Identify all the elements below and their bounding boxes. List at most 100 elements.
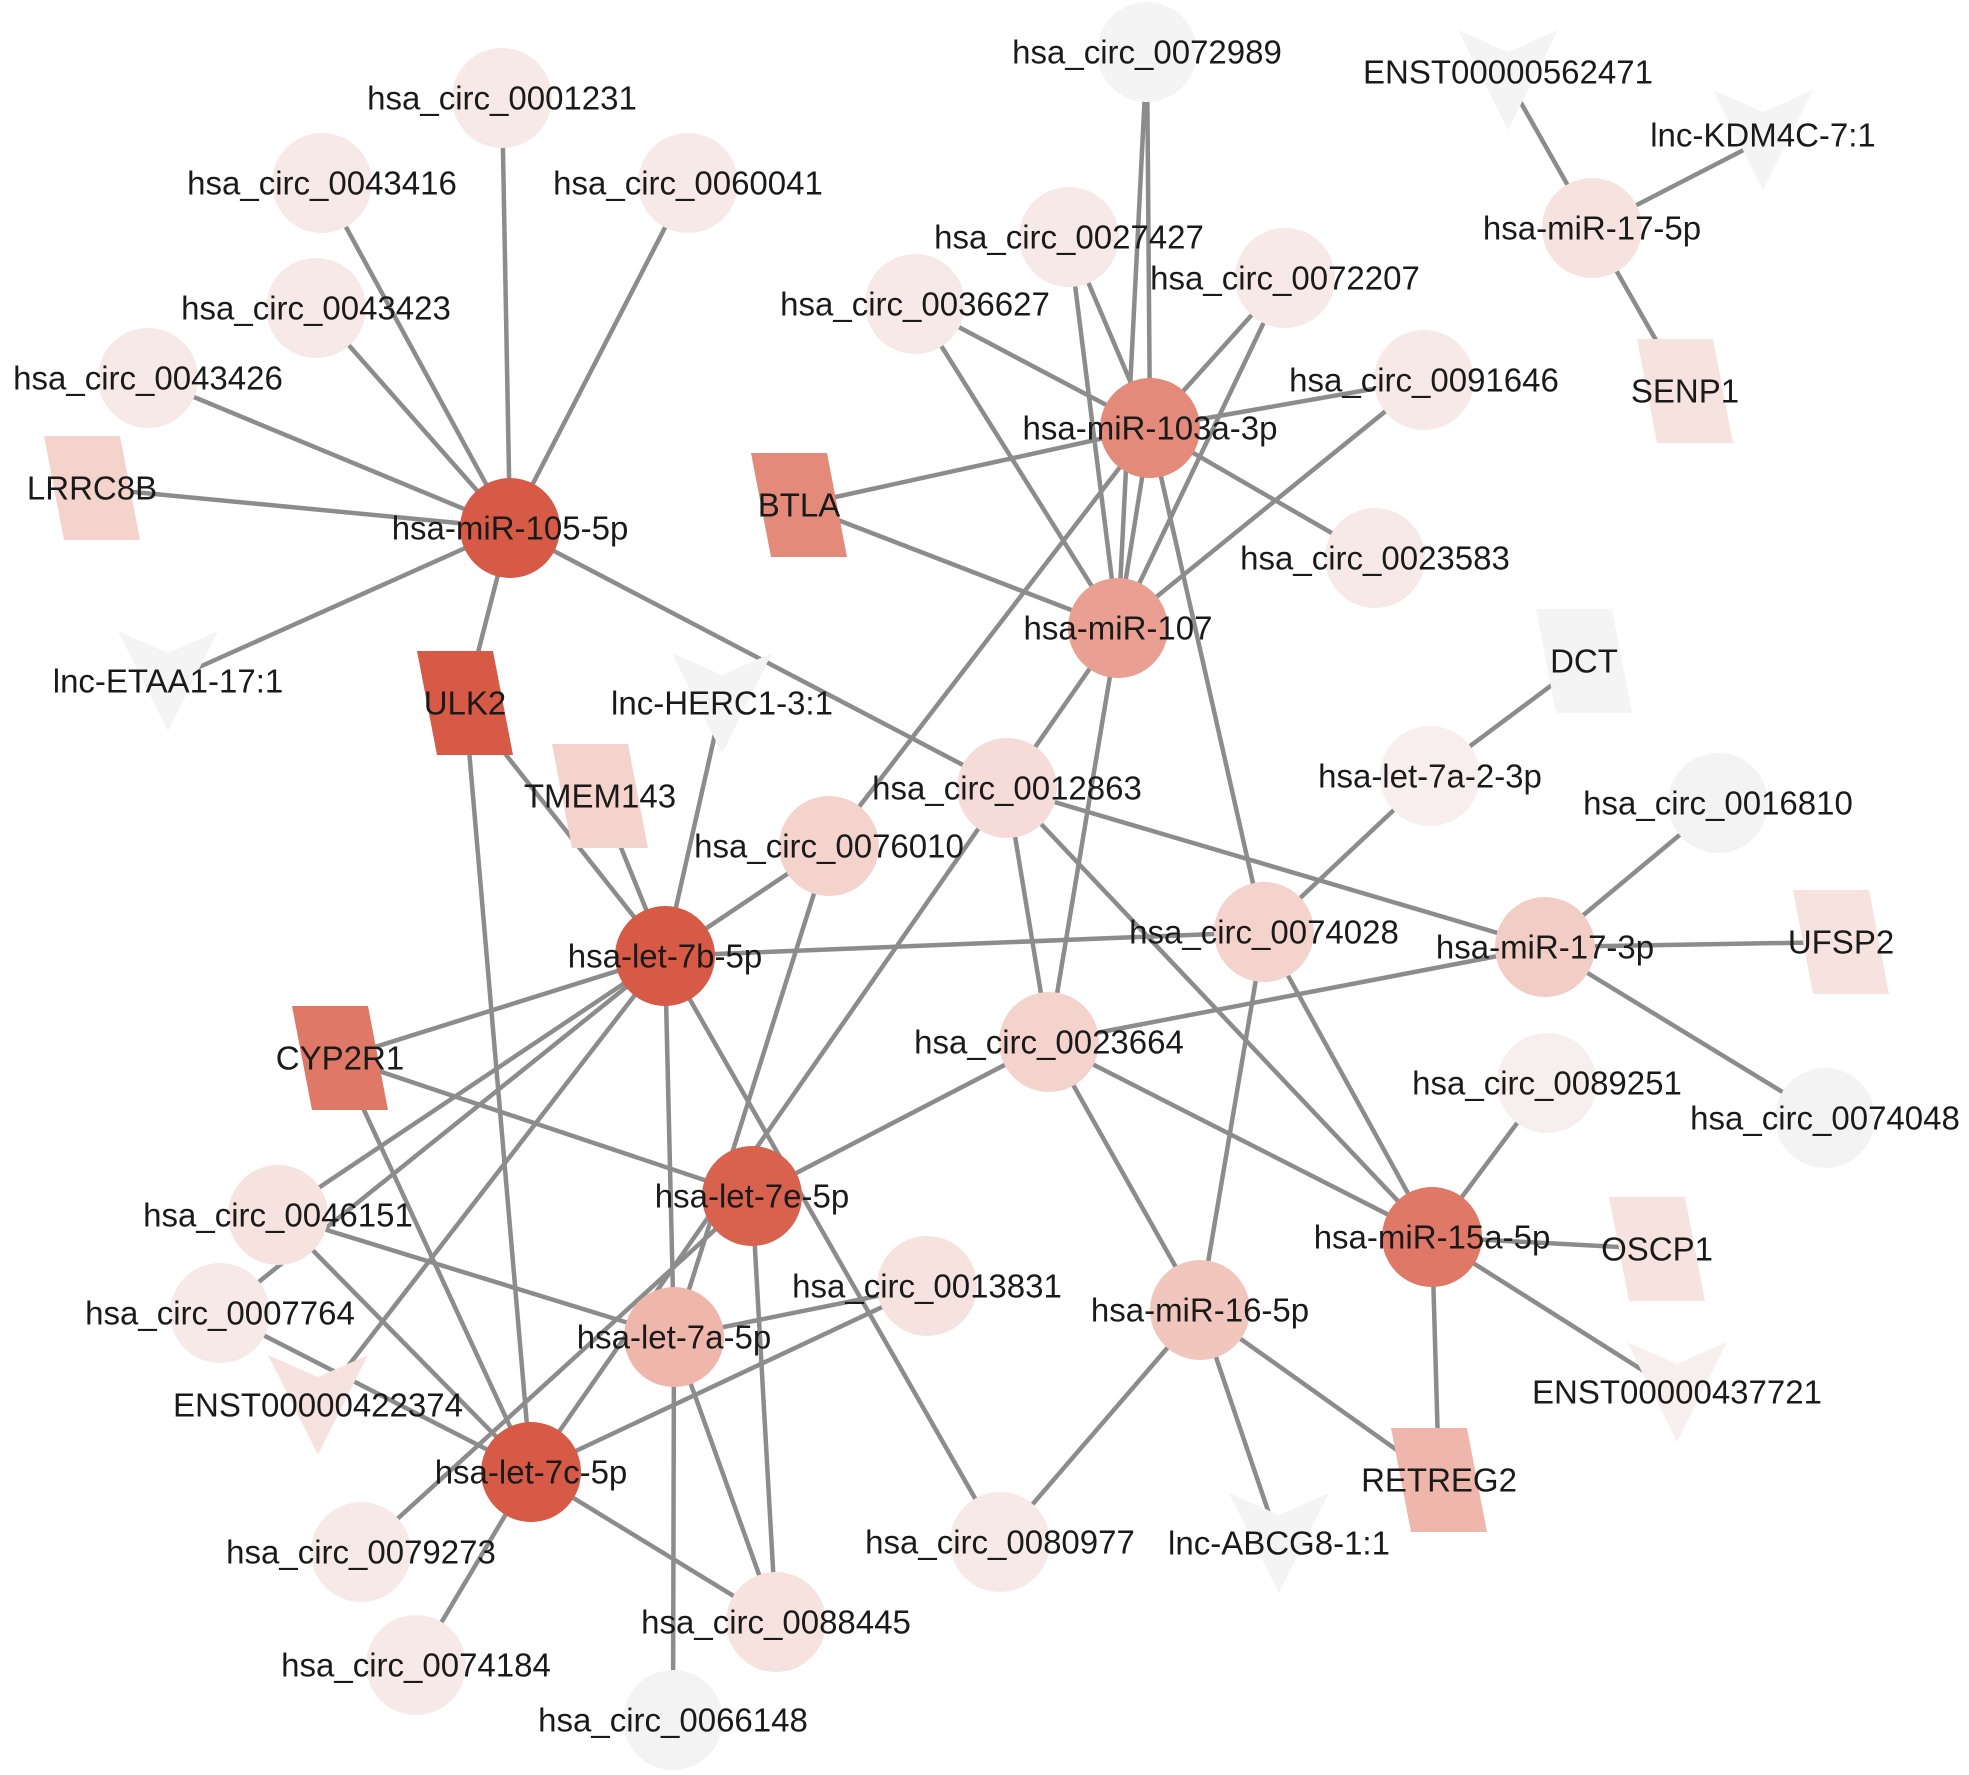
node-c0013831[interactable]: [877, 1236, 977, 1336]
node-c0023664[interactable]: [999, 992, 1099, 1092]
node-c0066148[interactable]: [623, 1670, 723, 1770]
node-let7a2[interactable]: [1380, 726, 1480, 826]
node-c0007764[interactable]: [170, 1263, 270, 1363]
node-label-c0027427: hsa_circ_0027427: [934, 219, 1204, 256]
node-enst437721[interactable]: [1627, 1342, 1727, 1442]
node-label-mir16: hsa-miR-16-5p: [1091, 1292, 1309, 1329]
node-enst422374[interactable]: [268, 1355, 368, 1455]
node-label-c0036627: hsa_circ_0036627: [780, 286, 1050, 323]
edge-mir105-c0001231: [499, 95, 513, 531]
node-label-tmem143: TMEM143: [524, 778, 676, 815]
node-label-c0046151: hsa_circ_0046151: [143, 1197, 413, 1234]
node-lncetaa1[interactable]: [118, 631, 218, 731]
node-label-mir103: hsa-miR-103a-3p: [1023, 410, 1278, 447]
node-c0016810[interactable]: [1668, 753, 1768, 853]
node-label-c0043416: hsa_circ_0043416: [187, 165, 457, 202]
node-cyp2r1[interactable]: [292, 1006, 388, 1110]
node-label-c0089251: hsa_circ_0089251: [1412, 1065, 1682, 1102]
node-let7c[interactable]: [481, 1422, 581, 1522]
node-c0046151[interactable]: [228, 1165, 328, 1265]
edge-mir17_3p-c0074048: [1542, 944, 1828, 1121]
node-c0076010[interactable]: [779, 796, 879, 896]
node-label-c0072989: hsa_circ_0072989: [1012, 34, 1282, 71]
node-mir103[interactable]: [1100, 378, 1200, 478]
node-label-oscp1: OSCP1: [1601, 1231, 1713, 1268]
node-c0089251[interactable]: [1497, 1033, 1597, 1133]
node-label-c0043426: hsa_circ_0043426: [13, 360, 283, 397]
node-c0060041[interactable]: [638, 133, 738, 233]
node-let7e[interactable]: [702, 1146, 802, 1246]
edge-mir107-btla: [796, 502, 1121, 631]
node-label-c0043423: hsa_circ_0043423: [181, 290, 451, 327]
node-label-c0079273: hsa_circ_0079273: [226, 1534, 496, 1571]
node-lnckdm4c[interactable]: [1713, 90, 1813, 190]
node-label-c0013831: hsa_circ_0013831: [792, 1268, 1062, 1305]
edge-mir107-c0023664: [1046, 625, 1121, 1045]
edge-mir105-c0012863: [507, 525, 1010, 791]
node-mir17_5p[interactable]: [1542, 178, 1642, 278]
node-label-c0012863: hsa_circ_0012863: [872, 770, 1142, 807]
node-label-let7b: hsa-let-7b-5p: [568, 938, 762, 975]
edge-let7c-c0007764: [217, 1310, 534, 1475]
node-label-c0016810: hsa_circ_0016810: [1583, 785, 1853, 822]
edge-mir16-c0023664: [1046, 1039, 1203, 1313]
node-label-lrrc8b: LRRC8B: [27, 470, 157, 507]
node-ulk2[interactable]: [417, 651, 513, 755]
node-c0036627[interactable]: [865, 254, 965, 354]
edge-mir103-c0076010: [826, 425, 1153, 849]
node-c0043423[interactable]: [266, 258, 366, 358]
node-mir107[interactable]: [1068, 578, 1168, 678]
node-label-c0074184: hsa_circ_0074184: [281, 1647, 551, 1684]
edge-let7a-c0066148: [670, 1334, 677, 1723]
node-enst562471[interactable]: [1458, 30, 1558, 130]
node-c0080977[interactable]: [950, 1492, 1050, 1592]
node-label-mir17_3p: hsa-miR-17-3p: [1436, 929, 1654, 966]
edge-let7e-cyp2r1: [337, 1055, 755, 1199]
node-c0074048[interactable]: [1775, 1068, 1875, 1168]
node-label-mir107: hsa-miR-107: [1024, 610, 1213, 647]
node-c0012863[interactable]: [957, 738, 1057, 838]
node-label-let7e: hsa-let-7e-5p: [655, 1178, 849, 1215]
node-c0074184[interactable]: [366, 1615, 466, 1715]
node-c0027427[interactable]: [1019, 187, 1119, 287]
node-c0023583[interactable]: [1325, 508, 1425, 608]
node-label-lnckdm4c: lnc-KDM4C-7:1: [1650, 117, 1876, 154]
node-mir17_3p[interactable]: [1495, 897, 1595, 997]
node-tmem143[interactable]: [552, 744, 648, 848]
node-lncabcg8[interactable]: [1229, 1493, 1329, 1593]
node-mir16[interactable]: [1150, 1260, 1250, 1360]
edge-mir105-c0043416: [319, 180, 513, 531]
node-c0074028[interactable]: [1214, 882, 1314, 982]
node-let7a[interactable]: [624, 1287, 724, 1387]
node-c0072207[interactable]: [1235, 228, 1335, 328]
node-c0091646[interactable]: [1374, 330, 1474, 430]
node-c0043416[interactable]: [272, 133, 372, 233]
node-dct[interactable]: [1536, 609, 1632, 713]
edge-let7c-ulk2: [462, 700, 534, 1475]
node-mir15[interactable]: [1382, 1187, 1482, 1287]
node-label-c0074048: hsa_circ_0074048: [1690, 1100, 1960, 1137]
node-mir105[interactable]: [460, 478, 560, 578]
edge-mir105-lncetaa1: [165, 525, 513, 684]
node-oscp1[interactable]: [1609, 1197, 1705, 1301]
node-c0001231[interactable]: [452, 48, 552, 148]
node-c0043426[interactable]: [98, 328, 198, 428]
edge-let7b-cyp2r1: [337, 953, 668, 1061]
node-c0088445[interactable]: [726, 1572, 826, 1672]
node-label-c0080977: hsa_circ_0080977: [865, 1524, 1135, 1561]
node-c0072989[interactable]: [1097, 2, 1197, 102]
node-label-mir15: hsa-miR-15a-5p: [1314, 1219, 1551, 1256]
node-lrrc8b[interactable]: [44, 436, 140, 540]
node-c0079273[interactable]: [311, 1502, 411, 1602]
node-ufsp2[interactable]: [1793, 890, 1889, 994]
node-label-mir105: hsa-miR-105-5p: [392, 510, 629, 547]
node-btla[interactable]: [751, 453, 847, 557]
node-lncherc1[interactable]: [672, 653, 772, 753]
node-label-cyp2r1: CYP2R1: [276, 1040, 404, 1077]
node-let7b[interactable]: [615, 906, 715, 1006]
node-label-c0072207: hsa_circ_0072207: [1150, 260, 1420, 297]
node-senp1[interactable]: [1637, 339, 1733, 443]
node-retreg2[interactable]: [1391, 1428, 1487, 1532]
edge-mir105-c0043426: [145, 375, 513, 531]
